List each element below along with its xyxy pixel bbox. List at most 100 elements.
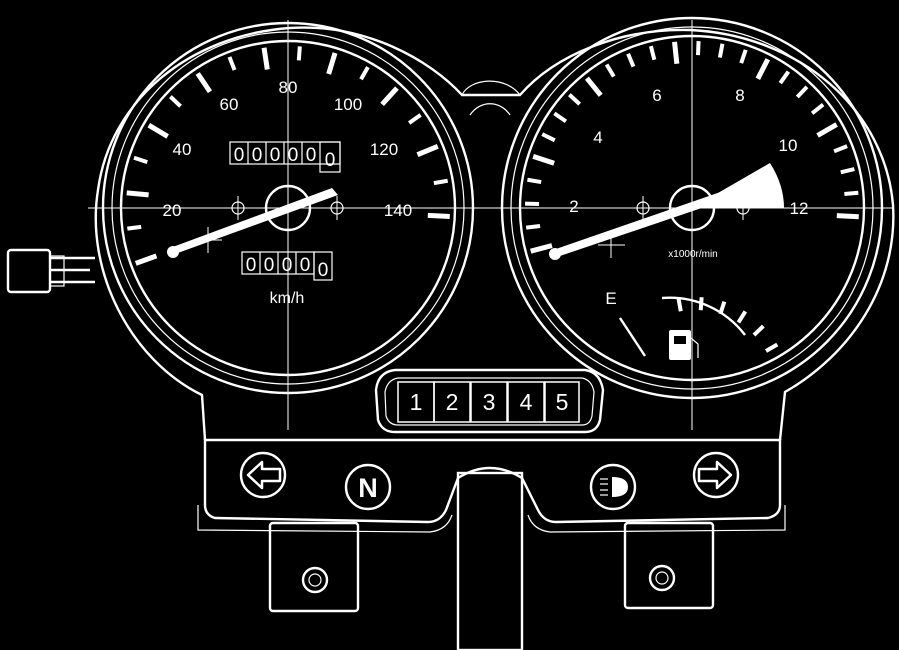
tripmeter-digit: 0 [300,255,311,276]
tachometer-tick [696,41,701,56]
tripmeter-digit: 0 [264,255,275,276]
left-mounting-bracket [268,521,360,613]
speed-unit-label: km/h [270,290,305,307]
high-beam-icon [600,477,628,497]
tachometer-tick [836,213,859,220]
speedometer-tick [147,123,169,139]
fuel-gauge-tick [718,301,727,315]
tripmeter-digit: 0 [282,255,293,276]
tachometer-tick [795,85,809,99]
gear-1-label: 1 [410,389,423,415]
gear-3-label: 3 [483,389,496,415]
tripmeter: 0 0 0 0 0 [241,251,333,281]
rpm-label-6: 6 [652,86,661,105]
tachometer-tick [584,76,603,97]
speedometer-tick [359,66,370,81]
center-crosshairs [88,20,893,430]
fuel-gauge-ticks [676,297,779,353]
right-arrow-icon [697,460,733,490]
speedometer-tick [133,155,148,165]
tripmeter-digit: 0 [246,255,257,276]
speedometer-tick [326,52,338,75]
gear-cell [470,381,508,423]
speedometer-tick [296,46,302,61]
headlight-indicator [589,463,637,511]
fuel-gauge-tick [676,298,683,312]
tachometer-tick [672,41,680,65]
gear-cell [544,381,580,423]
tachometer-tick [532,154,555,166]
tachometer-tick [626,52,636,68]
tachometer-tick [816,122,838,138]
tachometer-tick [840,167,855,175]
odometer-digit: 0 [325,150,336,171]
speedometer-needle [167,188,338,258]
speed-label-120: 120 [370,140,398,159]
tachometer-tick [604,63,616,78]
tachometer-ticks [525,41,859,254]
left-arrow-icon [246,460,282,490]
speedometer-tick [127,224,142,231]
tachometer-tick [844,190,859,196]
fuel-gauge-tick [698,297,704,311]
right-mounting-bracket [623,521,715,610]
rpm-label-10: 10 [779,136,798,155]
fuel-gauge-tick [736,310,748,324]
tachometer-tick [530,243,553,254]
speed-label-20: 20 [163,201,182,220]
fuel-gauge: E [605,289,779,360]
rpm-label-4: 4 [593,128,602,147]
center-stem [456,471,524,650]
tachometer-tick [717,43,725,58]
tachometer-tick [541,132,556,143]
tachometer-tick [755,58,771,80]
tachometer-tick [525,223,541,230]
gear-position-indicator: 1 2 3 4 5 [374,368,605,434]
fuel-empty-label: E [605,289,616,308]
rpm-unit-label: x1000r/min [668,249,717,260]
speedometer-tick [195,72,213,94]
gear-2-label: 2 [446,389,459,415]
tachometer-tick [833,144,848,154]
rpm-label-2: 2 [569,197,578,216]
rpm-label-8: 8 [735,86,744,105]
tachometer-needle [549,188,737,260]
neutral-indicator: N [344,463,392,511]
fuel-gauge-tick [765,342,779,353]
odometer: 0 0 0 0 0 0 [229,141,341,173]
speedometer-tick [227,56,237,71]
neutral-label: N [358,473,378,503]
cable-connector [6,248,95,294]
tachometer-tick [527,177,542,185]
speedometer-tick [126,190,149,198]
gear-4-label: 4 [520,389,533,415]
gear-cell [433,381,471,423]
odometer-digit: 0 [270,145,281,166]
speedometer-tick [261,47,270,70]
tachometer-tick [553,111,568,123]
speedometer-tick [168,95,182,108]
cluster-housing [94,26,895,533]
fuel-pump-icon [669,330,699,360]
gear-cell [507,381,545,423]
odometer-digit: 0 [288,145,299,166]
speed-label-60: 60 [220,95,239,114]
fuel-gauge-tick [752,324,765,337]
speedometer-tick [416,144,439,158]
odometer-digit: 0 [234,145,245,166]
tachometer-tick [648,45,657,61]
speedometer-tick [380,86,399,107]
speedometer-tick [433,178,449,186]
tachometer-tick [568,93,582,106]
gear-5-label: 5 [556,389,569,415]
right-turn-indicator [692,451,740,499]
odometer-digit: 0 [306,145,317,166]
odometer-digit: 0 [252,145,263,166]
tachometer-tick [778,70,791,85]
speedometer-ticks [126,46,450,266]
left-turn-indicator [239,451,287,499]
tachometer-tick [810,103,825,115]
tripmeter-digit: 0 [318,260,329,281]
speed-label-140: 140 [384,201,412,220]
